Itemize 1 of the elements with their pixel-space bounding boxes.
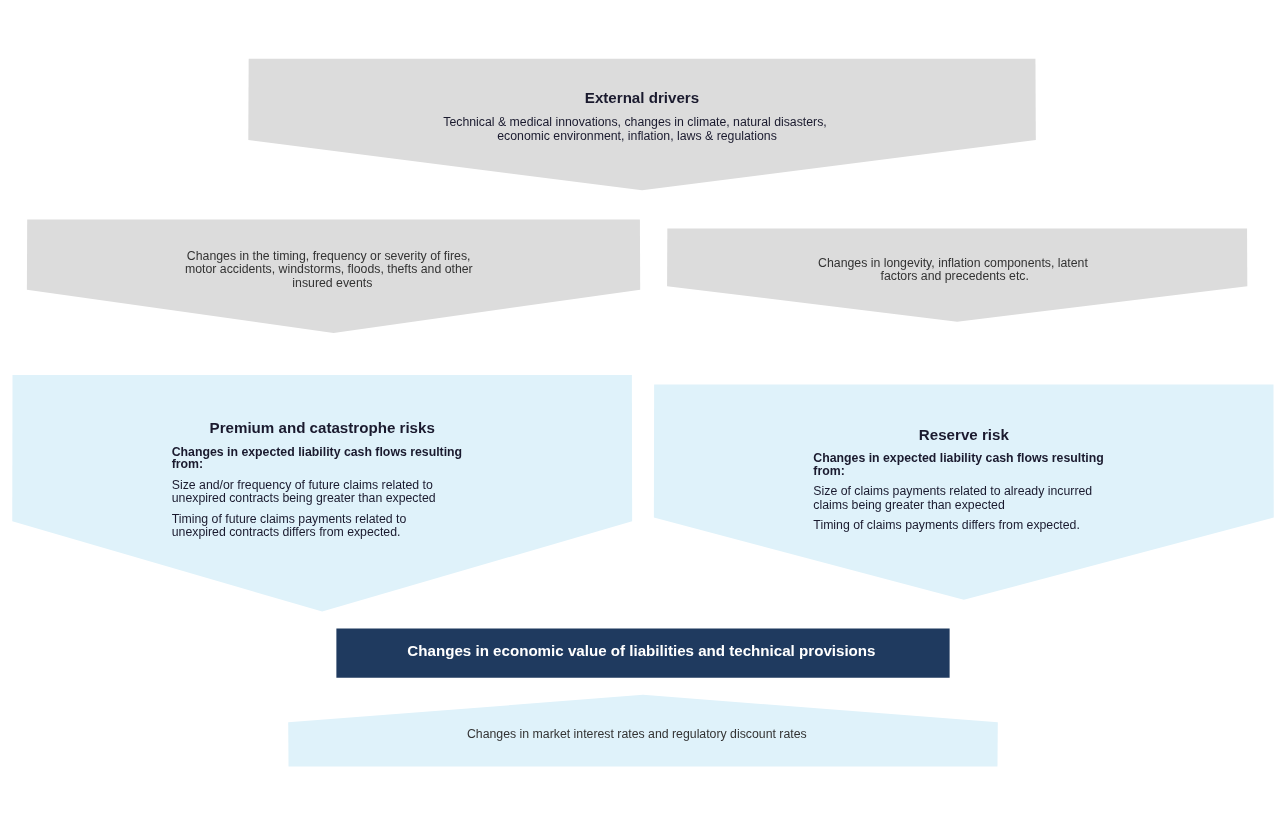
node-box: Changes in economic value of liabilities and technical provisions <box>336 628 950 678</box>
